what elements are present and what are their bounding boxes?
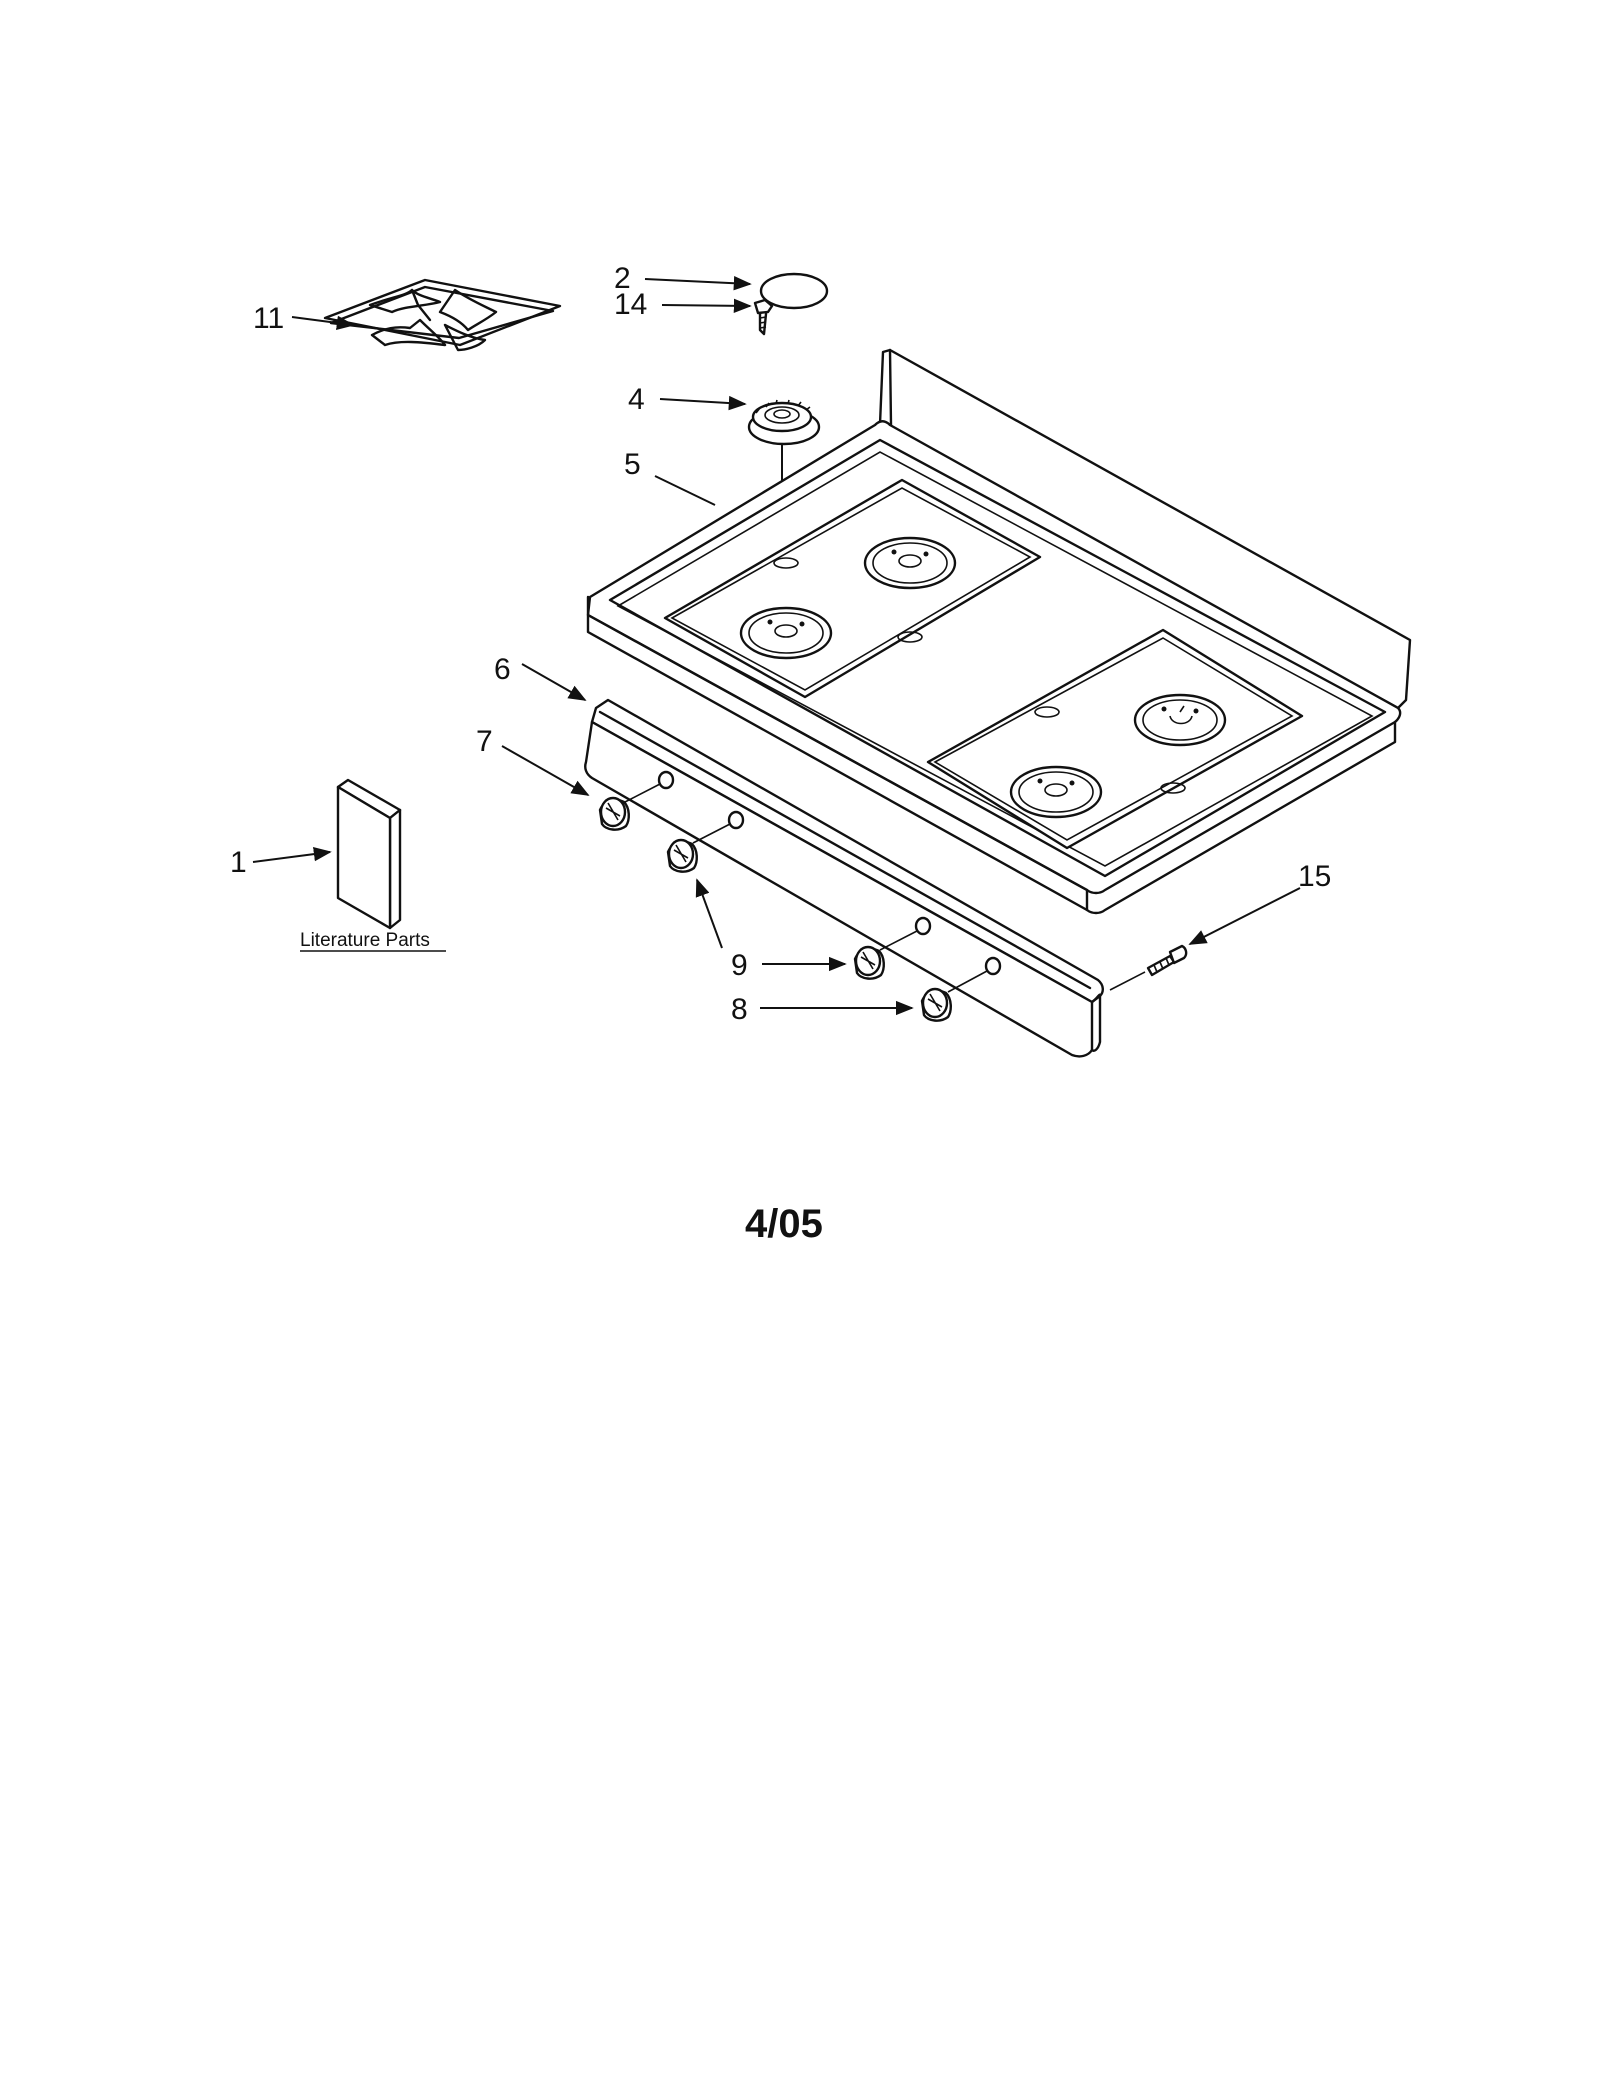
callout-6: 6 xyxy=(494,653,511,686)
leader-2 xyxy=(644,276,752,291)
leader-4 xyxy=(659,395,747,411)
knob-part-7 xyxy=(598,783,661,831)
callout-2: 2 xyxy=(614,262,631,295)
leader-14 xyxy=(661,298,752,314)
leader-15 xyxy=(1188,887,1301,945)
leader-7 xyxy=(501,745,590,796)
knob-part-9a xyxy=(666,823,731,873)
literature-label: Literature Parts xyxy=(300,930,430,951)
burner-opening-left-rear xyxy=(863,536,957,590)
burner-opening-right-rear xyxy=(1133,693,1227,747)
callout-8: 8 xyxy=(731,993,748,1026)
cooktop-part xyxy=(586,348,1412,915)
knob-part-9b xyxy=(853,930,918,980)
control-panel-part xyxy=(584,698,1104,1058)
burner-opening-left-front xyxy=(739,606,833,660)
burner-opening-right-front xyxy=(1009,765,1103,819)
burner-head-part xyxy=(747,399,821,446)
knob-part-8 xyxy=(920,970,988,1022)
leader-6 xyxy=(521,663,587,701)
mounting-screw-part xyxy=(1109,944,1188,991)
callout-14: 14 xyxy=(614,288,647,321)
screw-part xyxy=(753,298,774,336)
date-code: 4/05 xyxy=(745,1202,823,1246)
leader-11 xyxy=(291,315,355,331)
callout-1: 1 xyxy=(230,846,247,879)
callout-5: 5 xyxy=(624,448,641,481)
callout-4: 4 xyxy=(628,383,645,416)
burner-grate-part xyxy=(323,278,562,352)
leader-5 xyxy=(654,475,716,506)
literature-part xyxy=(336,778,402,930)
burner-cap-part xyxy=(759,272,829,310)
leader-9a xyxy=(695,878,723,949)
callout-9: 9 xyxy=(731,949,748,982)
callout-7: 7 xyxy=(476,725,493,758)
leader-1 xyxy=(252,846,332,863)
callout-11: 11 xyxy=(253,302,284,335)
callout-15: 15 xyxy=(1298,860,1331,893)
